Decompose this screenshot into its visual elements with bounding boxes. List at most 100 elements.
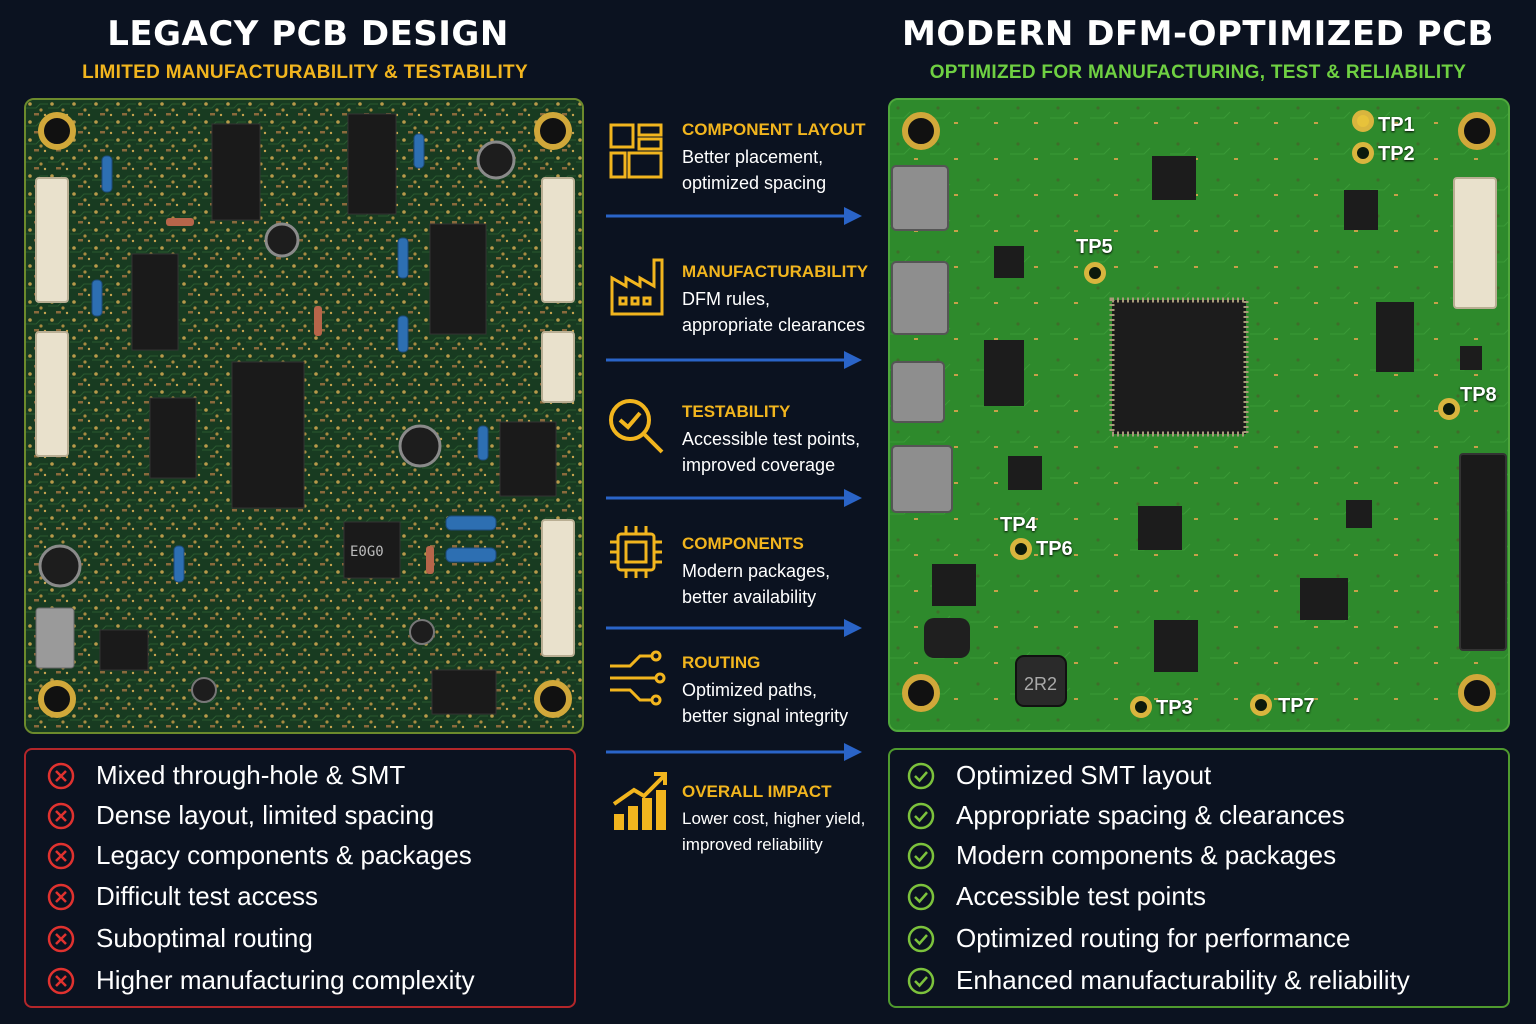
check-circle-icon	[907, 883, 935, 910]
benefit-text: Optimized SMT layout	[956, 760, 1212, 790]
modern-mount-hole	[902, 112, 940, 150]
tp1-label: TP1	[1378, 114, 1415, 136]
legacy-title: LEGACY PCB DESIGN	[107, 14, 509, 54]
test-point-8	[1438, 398, 1460, 420]
modern-mount-hole	[902, 674, 940, 712]
modern-title: MODERN DFM-OPTIMIZED PCB	[902, 14, 1494, 54]
feature-routing: ROUTING Optimized paths, better signal i…	[682, 653, 942, 729]
benefit-item: Modern components & packages	[906, 840, 1336, 871]
check-circle-icon	[907, 762, 935, 789]
tp4-label: TP4	[1000, 514, 1037, 536]
benefit-text: Enhanced manufacturability & reliability	[956, 965, 1410, 995]
feature-title: COMPONENT LAYOUT	[682, 120, 866, 139]
feature-title: ROUTING	[682, 653, 761, 672]
feature-component-layout: COMPONENT LAYOUT Better placement, optim…	[682, 120, 942, 196]
modern-benefits-panel	[888, 748, 1510, 1008]
feature-testability: TESTABILITY Accessible test points, impr…	[682, 402, 942, 478]
test-point-1	[1352, 110, 1374, 132]
benefit-item: Appropriate spacing & clearances	[906, 800, 1345, 831]
benefit-item: Accessible test points	[906, 881, 1206, 912]
check-circle-icon	[907, 802, 935, 829]
growth-chart-icon	[612, 772, 667, 830]
test-point-2	[1352, 142, 1374, 164]
modern-board-artwork: 2R2	[890, 100, 1508, 730]
legacy-issues-panel	[24, 748, 576, 1008]
tp2-label: TP2	[1378, 143, 1415, 165]
legacy-board-artwork: E0G0	[26, 100, 582, 732]
issue-item: Difficult test access	[46, 881, 318, 912]
routing-circuit-icon	[610, 650, 666, 706]
legacy-mount-hole	[38, 112, 76, 150]
issue-text: Legacy components & packages	[96, 840, 472, 870]
feature-components: COMPONENTS Modern packages, better avail…	[682, 534, 942, 610]
test-point-5	[1084, 262, 1106, 284]
check-circle-icon	[907, 925, 935, 952]
issue-item: Legacy components & packages	[46, 840, 472, 871]
chip-icon	[610, 526, 662, 578]
feature-line: DFM rules,	[682, 289, 771, 309]
issue-text: Dense layout, limited spacing	[96, 800, 435, 830]
feature-line: better signal integrity	[682, 706, 849, 726]
issue-text: Mixed through-hole & SMT	[96, 760, 406, 790]
x-circle-icon	[47, 842, 75, 869]
issue-text: Difficult test access	[96, 881, 319, 911]
check-circle-icon	[907, 842, 935, 869]
feature-overall-impact: OVERALL IMPACT Lower cost, higher yield,…	[682, 782, 942, 858]
x-circle-icon	[47, 762, 75, 789]
modern-pcb-board: 2R2 TP1 TP2 TP5 TP8 TP4 TP6 TP3 TP7	[888, 98, 1510, 732]
legacy-chip-label: E0G0	[350, 544, 384, 560]
legacy-mount-hole	[534, 112, 572, 150]
legacy-pcb-board: E0G0	[24, 98, 584, 734]
feature-line: improved reliability	[682, 835, 823, 854]
feature-line: Better placement,	[682, 147, 824, 167]
test-point-6	[1010, 538, 1032, 560]
feature-line: optimized spacing	[682, 173, 827, 193]
modern-subtitle: OPTIMIZED FOR MANUFACTURING, TEST & RELI…	[929, 62, 1467, 83]
benefit-text: Modern components & packages	[956, 840, 1337, 870]
issue-item: Dense layout, limited spacing	[46, 800, 434, 831]
feature-line: Modern packages,	[682, 561, 831, 581]
feature-line: improved coverage	[682, 455, 836, 475]
legacy-mount-hole	[38, 680, 76, 718]
arrow-icon	[606, 351, 862, 369]
test-point-7	[1250, 694, 1272, 716]
x-circle-icon	[47, 883, 75, 910]
issue-item: Higher manufacturing complexity	[46, 965, 475, 996]
arrow-icon	[606, 207, 862, 225]
issue-item: Mixed through-hole & SMT	[46, 760, 405, 791]
tp3-label: TP3	[1156, 697, 1193, 719]
benefit-item: Optimized routing for performance	[906, 923, 1351, 954]
test-point-3	[1130, 696, 1152, 718]
tp7-label: TP7	[1278, 695, 1315, 717]
feature-title: COMPONENTS	[682, 534, 804, 553]
factory-icon	[610, 258, 664, 316]
feature-line: appropriate clearances	[682, 315, 866, 335]
issue-text: Higher manufacturing complexity	[96, 965, 475, 995]
feature-manufacturability: MANUFACTURABILITY DFM rules, appropriate…	[682, 262, 942, 338]
feature-title: OVERALL IMPACT	[682, 782, 832, 801]
benefit-item: Enhanced manufacturability & reliability	[906, 965, 1410, 996]
x-circle-icon	[47, 802, 75, 829]
layout-blocks-icon	[609, 123, 663, 179]
legacy-subtitle: LIMITED MANUFACTURABILITY & TESTABILITY	[82, 62, 528, 83]
feature-title: MANUFACTURABILITY	[682, 262, 869, 281]
x-circle-icon	[47, 925, 75, 952]
benefit-text: Accessible test points	[956, 881, 1207, 911]
x-circle-icon	[47, 967, 75, 994]
tp8-label: TP8	[1460, 384, 1497, 406]
tp6-label: TP6	[1036, 538, 1073, 560]
arrow-icon	[606, 489, 862, 507]
feature-title: TESTABILITY	[682, 402, 791, 421]
benefit-item: Optimized SMT layout	[906, 760, 1211, 791]
check-circle-icon	[907, 967, 935, 994]
arrow-icon	[606, 743, 862, 761]
legacy-mount-hole	[534, 680, 572, 718]
inductor-label: 2R2	[1024, 674, 1057, 694]
feature-line: better availability	[682, 587, 817, 607]
benefit-text: Appropriate spacing & clearances	[956, 800, 1345, 830]
modern-mount-hole	[1458, 674, 1496, 712]
issue-item: Suboptimal routing	[46, 923, 313, 954]
arrow-icon	[606, 619, 862, 637]
tp5-label: TP5	[1076, 236, 1113, 258]
magnifier-check-icon	[609, 399, 664, 454]
